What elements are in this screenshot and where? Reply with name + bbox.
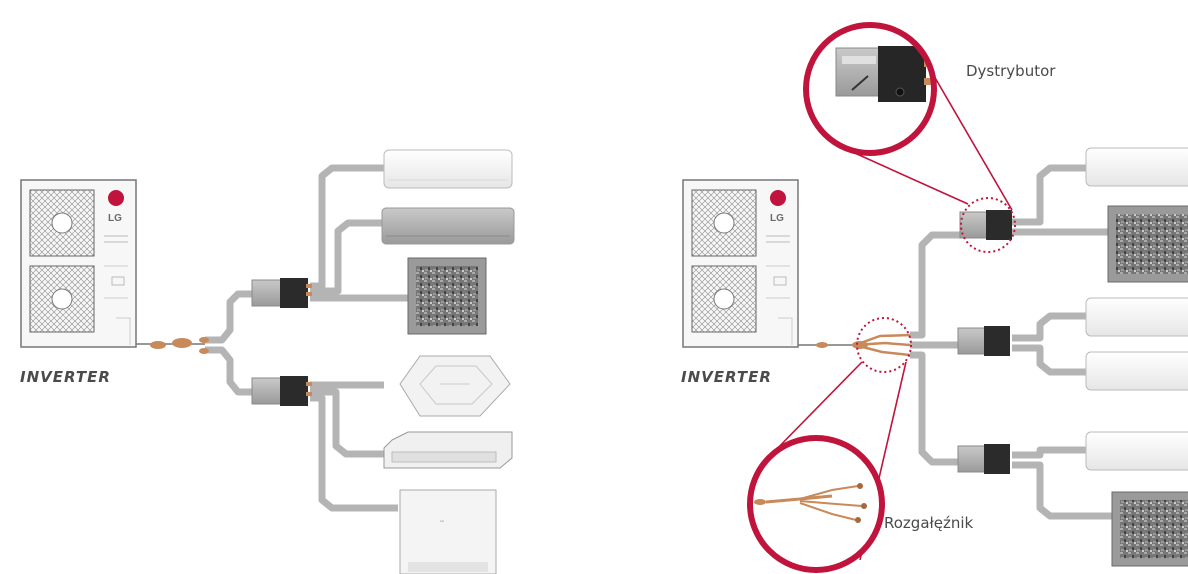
left-duct-unit: [384, 432, 512, 468]
left-distributor-bottom: [252, 376, 312, 406]
left-artcool-gallery: [408, 258, 486, 334]
right-inverter-label: INVERTER: [681, 368, 772, 386]
right-wall-split-4: [1086, 432, 1188, 470]
right-artcool-gallery-2: [1112, 492, 1188, 566]
right-distributor-1: [960, 210, 1012, 240]
distributor-label: Dystrybutor: [966, 62, 1056, 80]
right-wall-split-1: [1086, 148, 1188, 186]
left-console-unit: LG: [400, 490, 496, 574]
left-inverter-label: INVERTER: [20, 368, 111, 386]
right-artcool-gallery-1: [1108, 206, 1188, 282]
right-outdoor-unit: LG: [683, 180, 798, 347]
splitter-callout: [750, 438, 882, 570]
svg-text:LG: LG: [770, 213, 784, 224]
right-distributor-3: [958, 444, 1010, 474]
left-y-branch: [150, 337, 209, 354]
svg-text:LG: LG: [108, 213, 122, 224]
left-outdoor-unit: LG: [21, 180, 136, 347]
distributor-callout: [806, 25, 938, 153]
right-wall-split-2: [1086, 298, 1188, 336]
left-distributor-top: [252, 278, 312, 308]
right-distributor-2: [958, 326, 1010, 356]
left-ceiling-cassette: [400, 356, 510, 416]
left-wall-split-white: [384, 150, 512, 188]
splitter-label: Rozgałęźnik: [884, 514, 974, 532]
right-system: LG INVERTER: [681, 25, 1188, 570]
left-wall-split-silver: [382, 208, 514, 244]
left-refrigerant-pipes: [205, 168, 408, 508]
left-system: LG INVERTER: [20, 150, 514, 574]
right-wall-split-3: [1086, 352, 1188, 390]
svg-text:LG: LG: [440, 519, 445, 523]
